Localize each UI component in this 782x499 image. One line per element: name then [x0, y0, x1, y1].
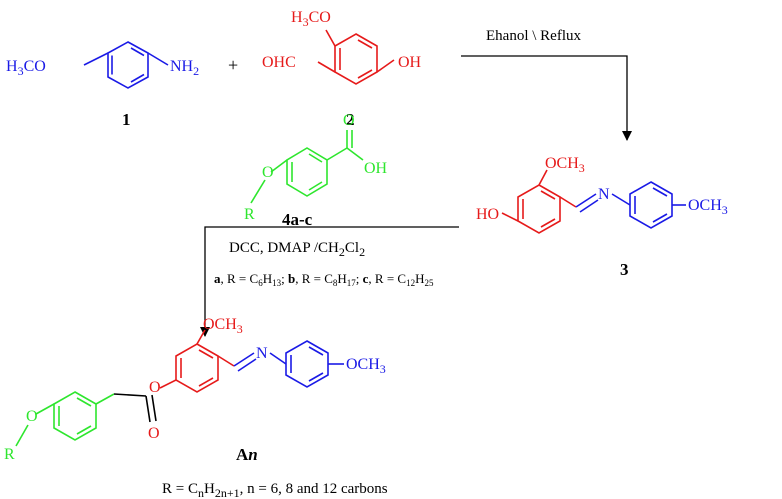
step2-variants: a, R = C6H13; b, R = C8H17; c, R = C12H2… — [214, 271, 434, 288]
compound-2: H3CO OHC OH 2 — [262, 9, 422, 129]
compound-1: H3CO NH2 1 — [6, 41, 199, 129]
product-terminal-methoxy: OCH3 — [346, 356, 386, 376]
compound-3-terminal-methoxy: OCH3 — [688, 197, 728, 217]
compound-2-aldehyde-label: OHC — [262, 54, 296, 71]
product-r: R — [4, 446, 15, 463]
compound-4-carbonyl-o: O — [343, 112, 355, 129]
product-ester-linkage — [113, 393, 157, 423]
compound-1-number: 1 — [122, 110, 131, 129]
compound-3: OCH3 N HO OCH3 3 — [476, 155, 728, 279]
product-methoxy-label: OCH3 — [203, 316, 243, 336]
step1-conditions: Ehanol \ Reflux — [486, 28, 581, 44]
compound-1-methoxy-label: H3CO — [6, 58, 46, 78]
compound-4-r: R — [244, 206, 255, 223]
compound-4-oh: OH — [364, 160, 388, 177]
product-alkoxy-ring — [15, 391, 115, 447]
compound-3-imine-n: N — [598, 186, 610, 203]
compound-1-amine-label: NH2 — [170, 58, 199, 78]
compound-4-ether-o: O — [262, 164, 274, 181]
compound-1-ring — [83, 41, 169, 89]
compound-3-methoxy-label: OCH3 — [545, 155, 585, 175]
compound-3-anisyl-ring — [629, 181, 686, 229]
step2-reagents: DCC, DMAP /CH2Cl2 — [229, 240, 365, 259]
product-ester-o: O — [149, 379, 161, 396]
compound-2-ring — [317, 29, 395, 85]
product-anisyl-ring — [285, 340, 344, 388]
compound-3-phenol-ring — [501, 169, 577, 234]
product-ether-o: O — [26, 408, 38, 425]
product-footnote: R = CnH2n+1, n = 6, 8 and 12 carbons — [162, 481, 388, 499]
product-imine-bond — [233, 352, 287, 372]
compound-3-hydroxy-label: HO — [476, 206, 499, 223]
compound-3-imine-bond — [575, 193, 631, 213]
product-central-ring — [159, 329, 235, 393]
step1-arrow — [461, 55, 632, 141]
product-number: An — [236, 445, 258, 464]
compound-4: O R O OH 4a-c — [244, 112, 388, 229]
compound-3-number: 3 — [620, 260, 629, 279]
product-imine-n: N — [256, 345, 268, 362]
compound-4-number: 4a-c — [282, 210, 313, 229]
product-carbonyl-o: O — [148, 425, 160, 442]
compound-4-ring — [250, 130, 364, 204]
compound-2-hydroxy-label: OH — [398, 54, 422, 71]
product-an: O R O O OCH3 N OCH3 An — [4, 316, 386, 464]
step2-arrow — [200, 226, 459, 337]
compound-2-number: 2 — [346, 110, 355, 129]
compound-2-methoxy-label: H3CO — [291, 9, 331, 29]
plus-sign: + — [228, 55, 238, 75]
